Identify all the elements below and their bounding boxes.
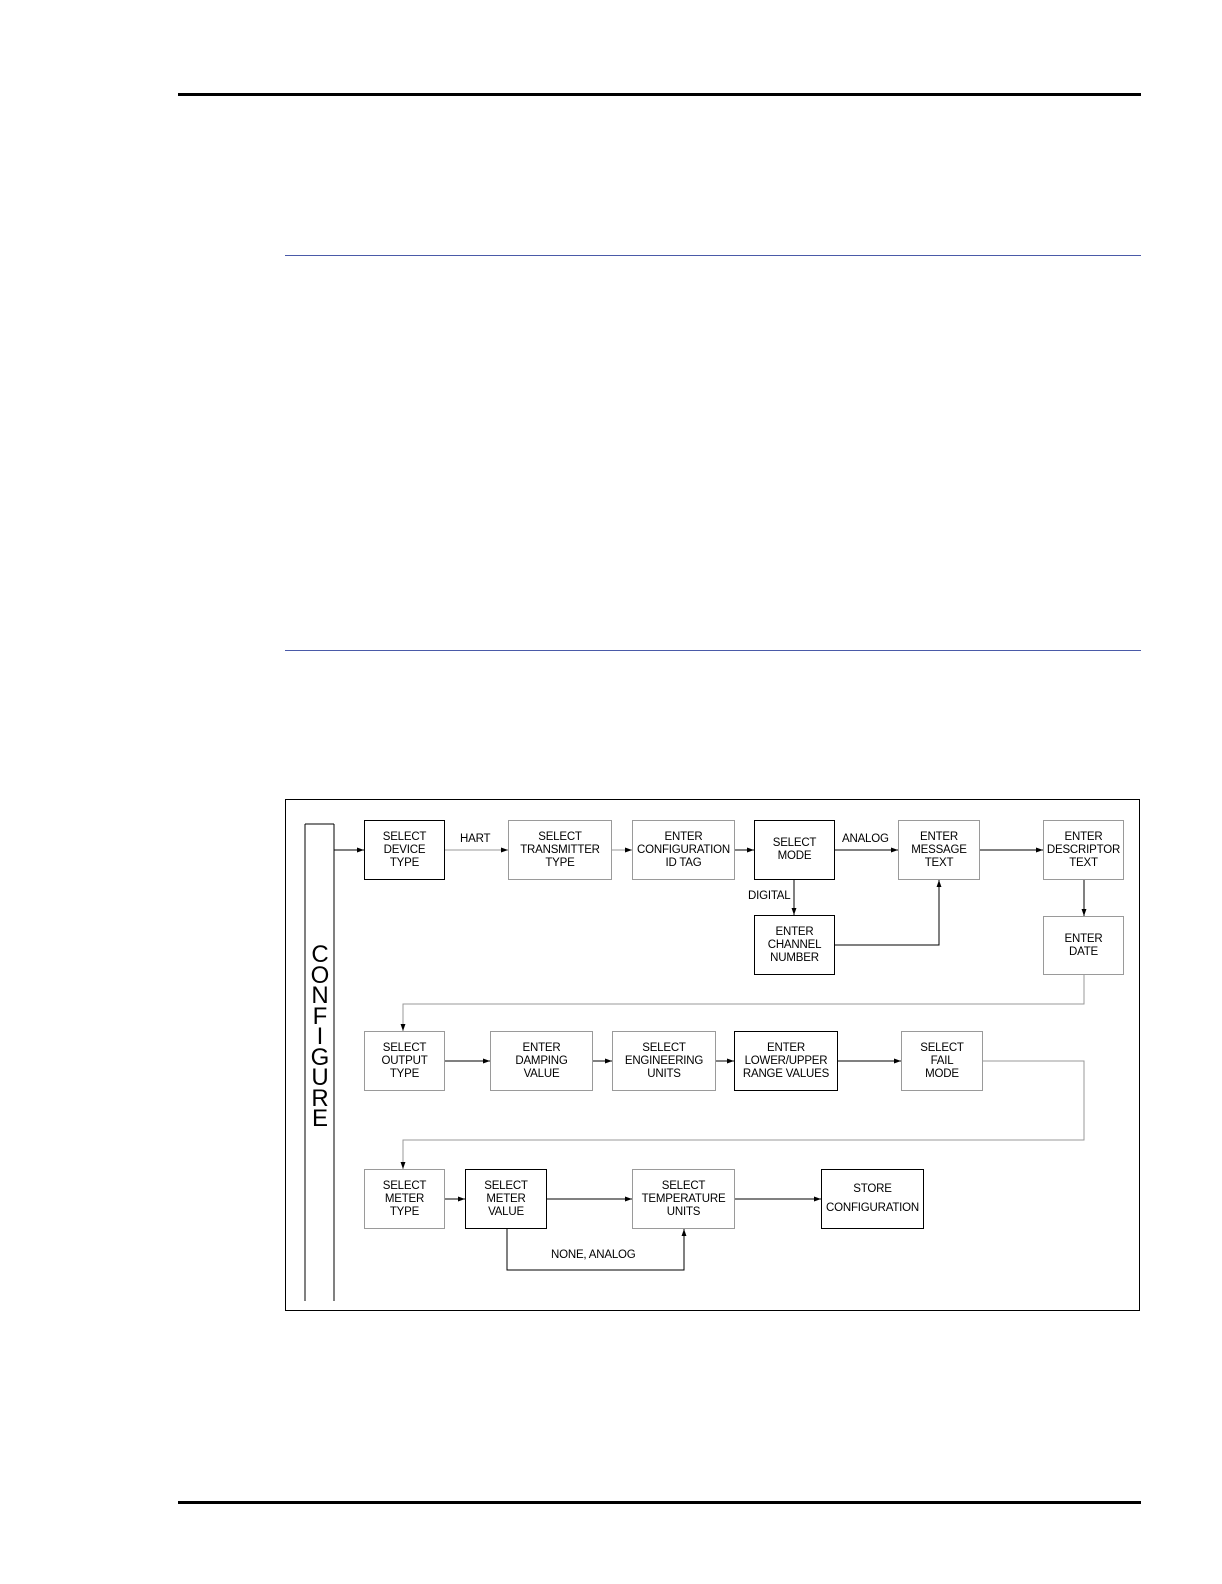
- side-label-letter: E: [311, 1105, 328, 1132]
- select-output-type-box: SELECT OUTPUT TYPE: [364, 1031, 445, 1091]
- select-device-type-box: SELECT DEVICE TYPE: [364, 820, 445, 880]
- select-engineering-units-box: SELECT ENGINEERING UNITS: [612, 1031, 716, 1091]
- section-divider-1: [285, 255, 1141, 256]
- enter-channel-number-box: ENTER CHANNEL NUMBER: [754, 915, 835, 975]
- side-label-letter: O: [310, 961, 330, 989]
- section-divider-2: [285, 650, 1141, 651]
- side-label-letter: U: [311, 1064, 329, 1091]
- select-meter-type-box: SELECT METER TYPE: [364, 1169, 445, 1229]
- enter-date-box: ENTER DATE: [1043, 916, 1124, 975]
- enter-descriptor-text-box: ENTER DESCRIPTOR TEXT: [1043, 820, 1124, 880]
- select-mode-box: SELECT MODE: [754, 820, 835, 880]
- side-label-letter: N: [311, 982, 329, 1009]
- select-fail-mode-box: SELECT FAIL MODE: [901, 1031, 983, 1091]
- configure-side-label: C O N F I G U R E: [306, 941, 334, 1132]
- side-label-letter: F: [312, 1002, 328, 1030]
- side-label-letter: C: [311, 941, 329, 968]
- enter-lower-upper-range-values-box: ENTER LOWER/UPPER RANGE VALUES: [734, 1031, 838, 1091]
- hart-edge-label: HART: [460, 833, 491, 845]
- side-label-letter: R: [311, 1084, 329, 1112]
- configure-flow-diagram-frame: [285, 799, 1140, 1311]
- enter-message-text-box: ENTER MESSAGE TEXT: [898, 820, 980, 880]
- select-temperature-units-box: SELECT TEMPERATURE UNITS: [632, 1169, 735, 1229]
- none-analog-edge-label: NONE, ANALOG: [551, 1249, 636, 1261]
- digital-edge-label: DIGITAL: [748, 890, 791, 902]
- analog-edge-label: ANALOG: [842, 833, 889, 845]
- enter-configuration-id-tag-box: ENTER CONFIGURATION ID TAG: [632, 820, 735, 880]
- footer-rule: [178, 1501, 1141, 1504]
- select-transmitter-type-box: SELECT TRANSMITTER TYPE: [508, 820, 612, 880]
- store-configuration-box: STORE CONFIGURATION: [821, 1169, 924, 1229]
- select-meter-value-box: SELECT METER VALUE: [465, 1169, 547, 1229]
- header-rule: [178, 93, 1141, 96]
- side-label-letter: I: [316, 1023, 324, 1050]
- enter-damping-value-box: ENTER DAMPING VALUE: [490, 1031, 593, 1091]
- side-label-letter: G: [310, 1043, 330, 1071]
